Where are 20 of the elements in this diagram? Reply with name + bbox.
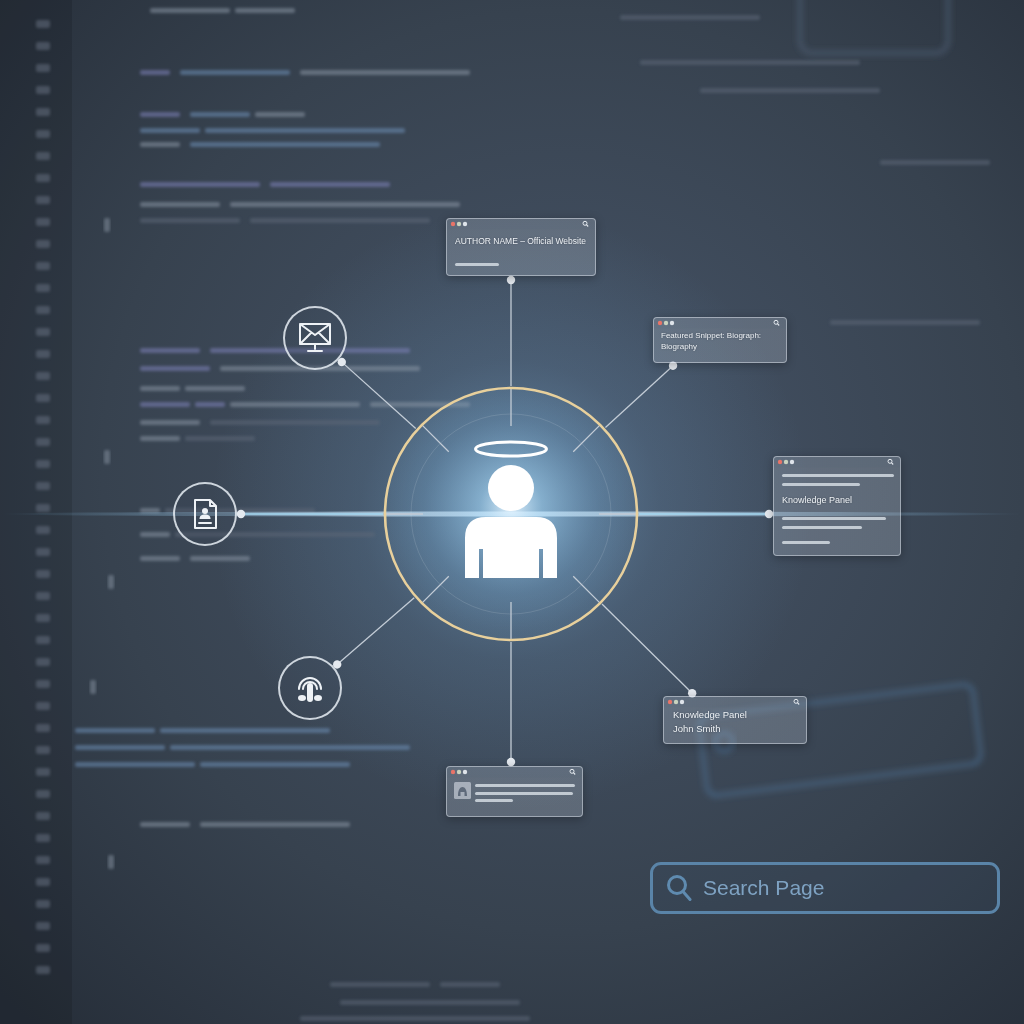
browser-window-card — [663, 696, 807, 744]
browser-window-card — [653, 317, 787, 363]
connector-line — [506, 275, 516, 387]
glowing-ring — [383, 386, 639, 642]
connector-line — [604, 361, 678, 429]
connector-line — [236, 509, 384, 519]
card-text: John Smith — [673, 723, 722, 736]
connector-line — [506, 641, 516, 767]
card-title: AUTHOR NAME – Official Website — [455, 236, 587, 248]
connector-line — [333, 597, 415, 669]
connector-line — [601, 603, 697, 698]
browser-window-card — [773, 456, 901, 556]
card-title: Knowledge Panel — [673, 709, 748, 722]
search-field: Search Page — [650, 862, 1000, 914]
connector-line — [638, 509, 774, 519]
card-title: Knowledge Panel — [782, 494, 854, 507]
browser-window-card — [446, 218, 596, 276]
connector-line — [337, 357, 417, 430]
browser-window-card — [446, 766, 583, 817]
card-title: Featured Snippet: Biograph: Biography — [661, 331, 763, 353]
